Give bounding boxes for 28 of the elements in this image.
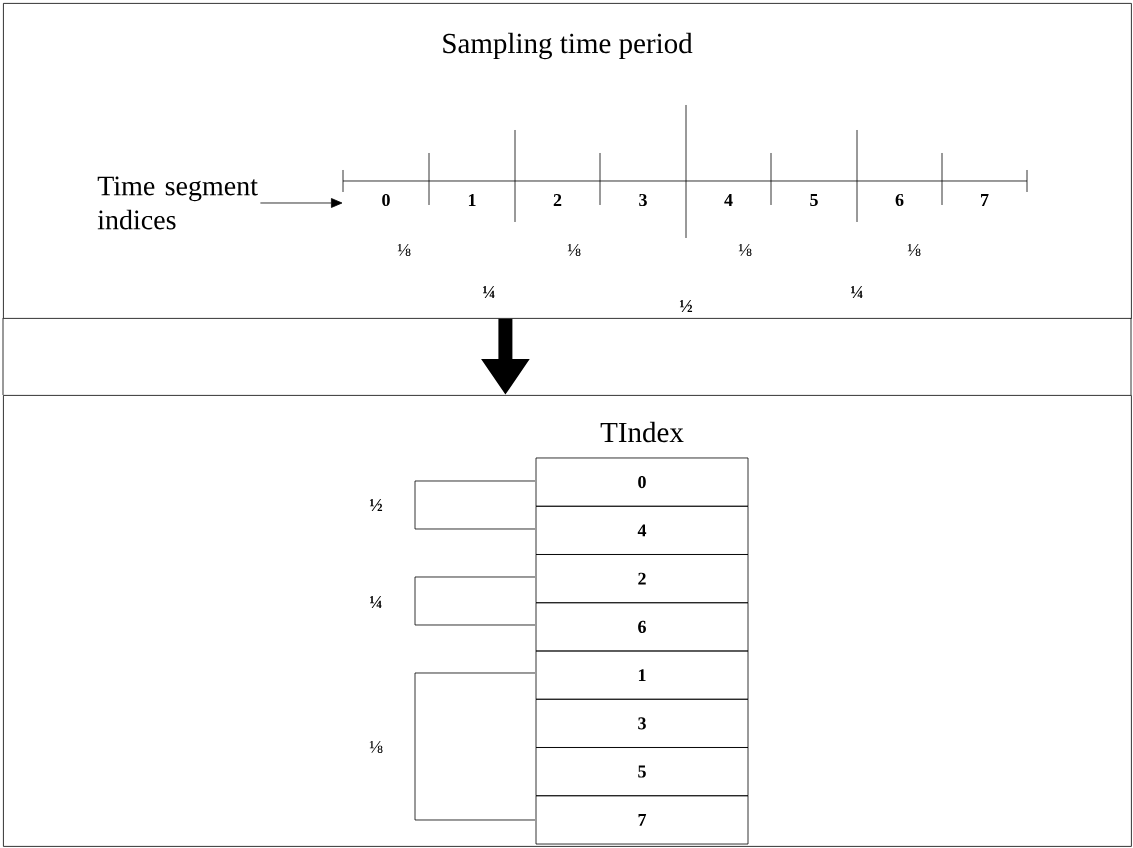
segment-index: 6 [895, 193, 904, 207]
segment-index: 7 [981, 194, 989, 206]
fraction-label: ⅛ [397, 244, 411, 256]
fraction-label: ¼ [483, 286, 495, 298]
table-cell: 2 [535, 554, 749, 604]
fraction-label: ½ [369, 499, 383, 511]
table-cell: 3 [535, 698, 749, 748]
segment-index: 5 [810, 194, 818, 206]
text-label: Time segment indices [97, 176, 258, 230]
fraction-label: ½ [679, 300, 693, 312]
segment-index: 4 [724, 194, 733, 206]
table-cell: 5 [535, 747, 749, 797]
fraction-label: ⅛ [907, 244, 921, 256]
fraction-label: ⅛ [369, 741, 383, 753]
segment-index: 1 [468, 194, 476, 206]
table-cell: 7 [535, 795, 749, 845]
fraction-label: ⅛ [738, 244, 752, 256]
segment-index: 2 [553, 194, 562, 206]
table-cell: 6 [535, 602, 749, 652]
segment-index: 0 [382, 193, 390, 207]
arrow [260, 198, 343, 208]
table-cell: 0 [535, 457, 749, 507]
fraction-label: ⅛ [567, 244, 581, 256]
fraction-label: ¼ [370, 596, 382, 608]
table-cell: 4 [535, 505, 749, 555]
table-cell: 1 [535, 650, 749, 700]
segment-index: 3 [639, 193, 647, 207]
fraction-label: ¼ [851, 286, 863, 298]
